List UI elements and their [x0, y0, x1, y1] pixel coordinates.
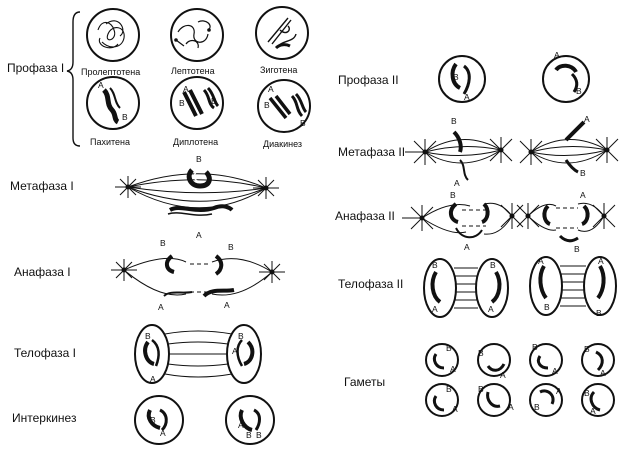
telophase-i-gene-b2: B	[238, 331, 244, 341]
diplotene-gene-a: A	[183, 84, 189, 94]
telophase-i-gene-a1: A	[150, 374, 156, 384]
diplotene-gene-b1: B	[179, 98, 185, 108]
metaphase-ii-gene-a1: A	[454, 178, 460, 188]
diakinesis-label: Диакинез	[263, 139, 302, 149]
telophase-ii-gene-b1: B	[432, 260, 438, 270]
gamete-5-gene-b: B	[446, 384, 452, 394]
pachytene-label: Пахитена	[90, 137, 130, 147]
diakinesis-gene-a: A	[268, 84, 274, 94]
anaphase-i-gene-b2: B	[228, 242, 234, 252]
anaphase-i-gene-a1: A	[158, 302, 164, 312]
anaphase-ii-gene-a2: A	[580, 190, 586, 200]
proleptotene-nucleus	[87, 9, 139, 61]
gamete-5-gene-a: A	[452, 404, 458, 414]
gamete-1-gene-b: B	[446, 343, 452, 353]
gamete-7-gene-b: B	[534, 402, 540, 412]
telophase-ii-gene-b2: B	[490, 260, 496, 270]
prophase-ii-gene-a1: A	[464, 92, 470, 102]
gamete-7-gene-a: A	[556, 386, 562, 396]
anaphase-ii-gene-b1: B	[450, 190, 456, 200]
anaphase-i-spindle	[111, 258, 285, 295]
telophase-i-label: Телофаза I	[14, 346, 76, 360]
telophase-ii-gene-a4: A	[598, 256, 604, 266]
gamete-6-gene-b: B	[478, 384, 484, 394]
gamete-3-gene-a: A	[552, 366, 558, 376]
prophase-ii-gene-b1: B	[453, 72, 459, 82]
interkinesis-gene-b1: B	[150, 415, 156, 425]
metaphase-i-gene-a: A	[196, 230, 202, 240]
pachytene-gene-a: A	[98, 80, 104, 90]
proleptotene-label: Пролептотена	[81, 67, 140, 77]
interkinesis-gene-b2: B	[246, 430, 252, 440]
diplotene-gene-b2: B	[211, 96, 217, 106]
gamete-8-gene-a: A	[590, 406, 596, 416]
metaphase-ii-gene-a2: A	[584, 114, 590, 124]
anaphase-ii-gene-b2: B	[574, 244, 580, 254]
prophase-ii-gene-a2: A	[554, 50, 560, 60]
telophase-ii-gene-a1: A	[432, 304, 438, 314]
gamete-6-gene-a: A	[508, 402, 514, 412]
telophase-ii-gene-a2: A	[488, 304, 494, 314]
diakinesis-gene-b1: B	[264, 100, 270, 110]
pachytene-gene-b: B	[122, 112, 128, 122]
gametes-label: Гаметы	[344, 375, 385, 389]
gamete-4-gene-a: A	[600, 368, 606, 378]
telophase-ii-gene-b3: B	[544, 302, 550, 312]
anaphase-i-gene-b1: B	[160, 238, 166, 248]
telophase-ii-gene-b4: B	[596, 308, 602, 318]
interkinesis-nuclei	[135, 396, 274, 444]
gamete-3-gene-b: B	[532, 342, 538, 352]
metaphase-ii-gene-b2: B	[580, 168, 586, 178]
zygotene-nucleus	[256, 7, 308, 59]
interkinesis-gene-b3: B	[256, 430, 262, 440]
gamete-2-gene-b: B	[478, 348, 484, 358]
metaphase-ii-spindles	[405, 137, 618, 165]
metaphase-ii-gene-b1: B	[451, 116, 457, 126]
interkinesis-gene-a1: A	[160, 428, 166, 438]
telophase-i-gene-b1: B	[145, 331, 151, 341]
zygotene-label: Зиготена	[260, 65, 297, 75]
gamete-1-gene-a: A	[450, 364, 456, 374]
telophase-i-gene-a2: A	[232, 346, 238, 356]
diakinesis-gene-b2: B	[300, 118, 306, 128]
metaphase-i-spindle	[115, 174, 279, 208]
metaphase-i-label: Метафаза I	[10, 179, 74, 193]
pachytene-nucleus	[87, 77, 139, 129]
diplotene-label: Диплотена	[173, 137, 218, 147]
anaphase-ii-gene-a1: A	[464, 242, 470, 252]
prophase-brace	[67, 12, 80, 146]
anaphase-ii-label: Анафаза II	[335, 209, 395, 223]
prophase-ii-label: Профаза II	[338, 73, 399, 87]
leptotene-nucleus	[171, 9, 223, 61]
gamete-8-gene-b: B	[584, 388, 590, 398]
telophase-ii-gene-a3: A	[538, 256, 544, 266]
anaphase-i-label: Анафаза I	[14, 265, 71, 279]
metaphase-i-gene-b: B	[196, 154, 202, 164]
interkinesis-gene-a2: A	[238, 420, 244, 430]
prophase-i-label: Профаза I	[7, 61, 64, 75]
telophase-ii-cells	[424, 257, 616, 317]
interkinesis-label: Интеркинез	[12, 411, 77, 425]
gamete-2-gene-a: A	[500, 370, 506, 380]
gamete-4-gene-b: B	[584, 344, 590, 354]
telophase-ii-label: Телофаза II	[338, 277, 403, 291]
prophase-ii-gene-b2: B	[576, 86, 582, 96]
leptotene-label: Лептотена	[171, 66, 215, 76]
anaphase-i-gene-a2: A	[224, 300, 230, 310]
prophase-ii-nuclei	[439, 56, 589, 102]
metaphase-ii-label: Метафаза II	[338, 145, 405, 159]
